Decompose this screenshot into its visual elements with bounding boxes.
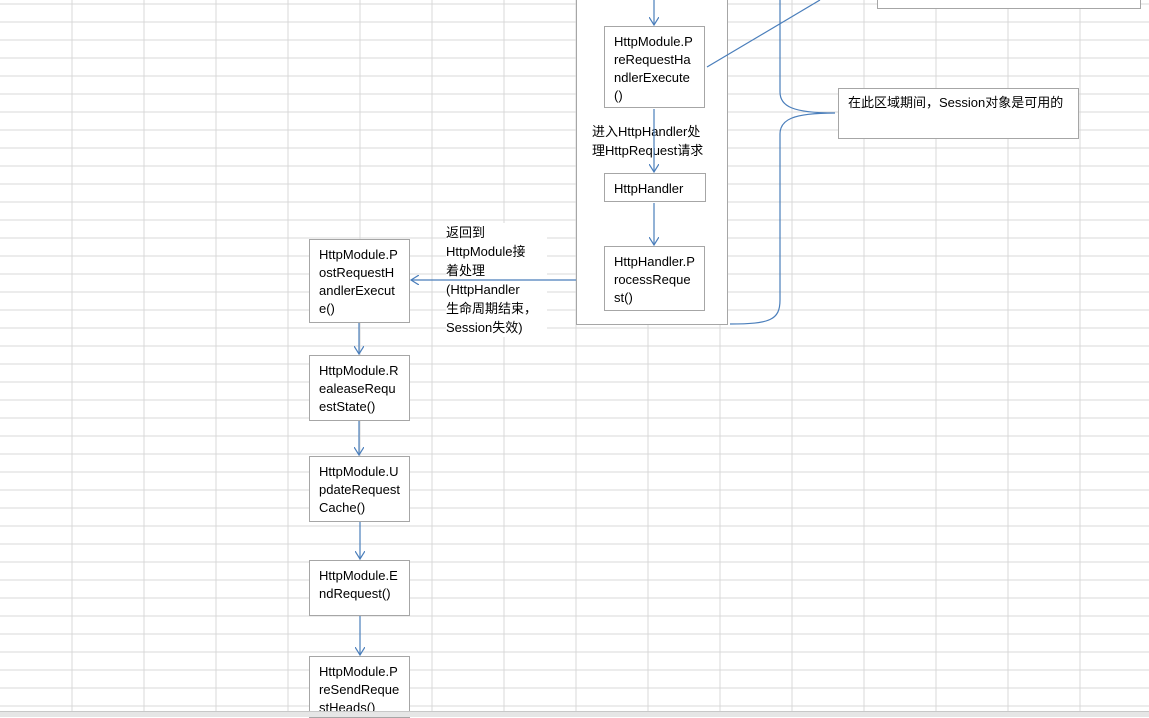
- return-note-line: HttpModule接: [446, 244, 526, 259]
- http-handler-box: HttpHandler: [604, 173, 706, 202]
- pre-send-request-heads-box: HttpModule.PreSendRequestHeads(): [309, 656, 410, 718]
- top-right-partial-box: [877, 0, 1141, 9]
- return-note-line: Session失效): [446, 320, 523, 335]
- session-available-callout: 在此区域期间，Session对象是可用的: [838, 88, 1079, 139]
- return-note-line: 着处理: [446, 263, 486, 278]
- return-to-module-note: 返回到 HttpModule接 着处理 (HttpHandler 生命周期结束，…: [446, 223, 547, 337]
- return-note-line: (HttpHandler: [446, 282, 520, 297]
- enter-handler-note: 进入HttpHandler处 理HttpRequest请求: [592, 122, 722, 160]
- return-note-line: 返回到: [446, 225, 486, 240]
- release-request-state-box: HttpModule.RealeaseRequestState(): [309, 355, 410, 421]
- enter-handler-note-line: 理HttpRequest请求: [592, 143, 704, 158]
- enter-handler-note-line: 进入HttpHandler处: [592, 124, 701, 139]
- end-request-box: HttpModule.EndRequest(): [309, 560, 410, 616]
- horizontal-scrollbar[interactable]: [0, 711, 1149, 717]
- return-note-line: 生命周期结束，: [446, 301, 538, 316]
- pre-request-handler-execute-box: HttpModule.PreRequestHandlerExecute(): [604, 26, 705, 108]
- update-request-cache-box: HttpModule.UpdateRequestCache(): [309, 456, 410, 522]
- handler-process-request-box: HttpHandler.ProcessRequest(): [604, 246, 705, 311]
- post-request-handler-execute-box: HttpModule.PostRequestHandlerExecute(): [309, 239, 410, 323]
